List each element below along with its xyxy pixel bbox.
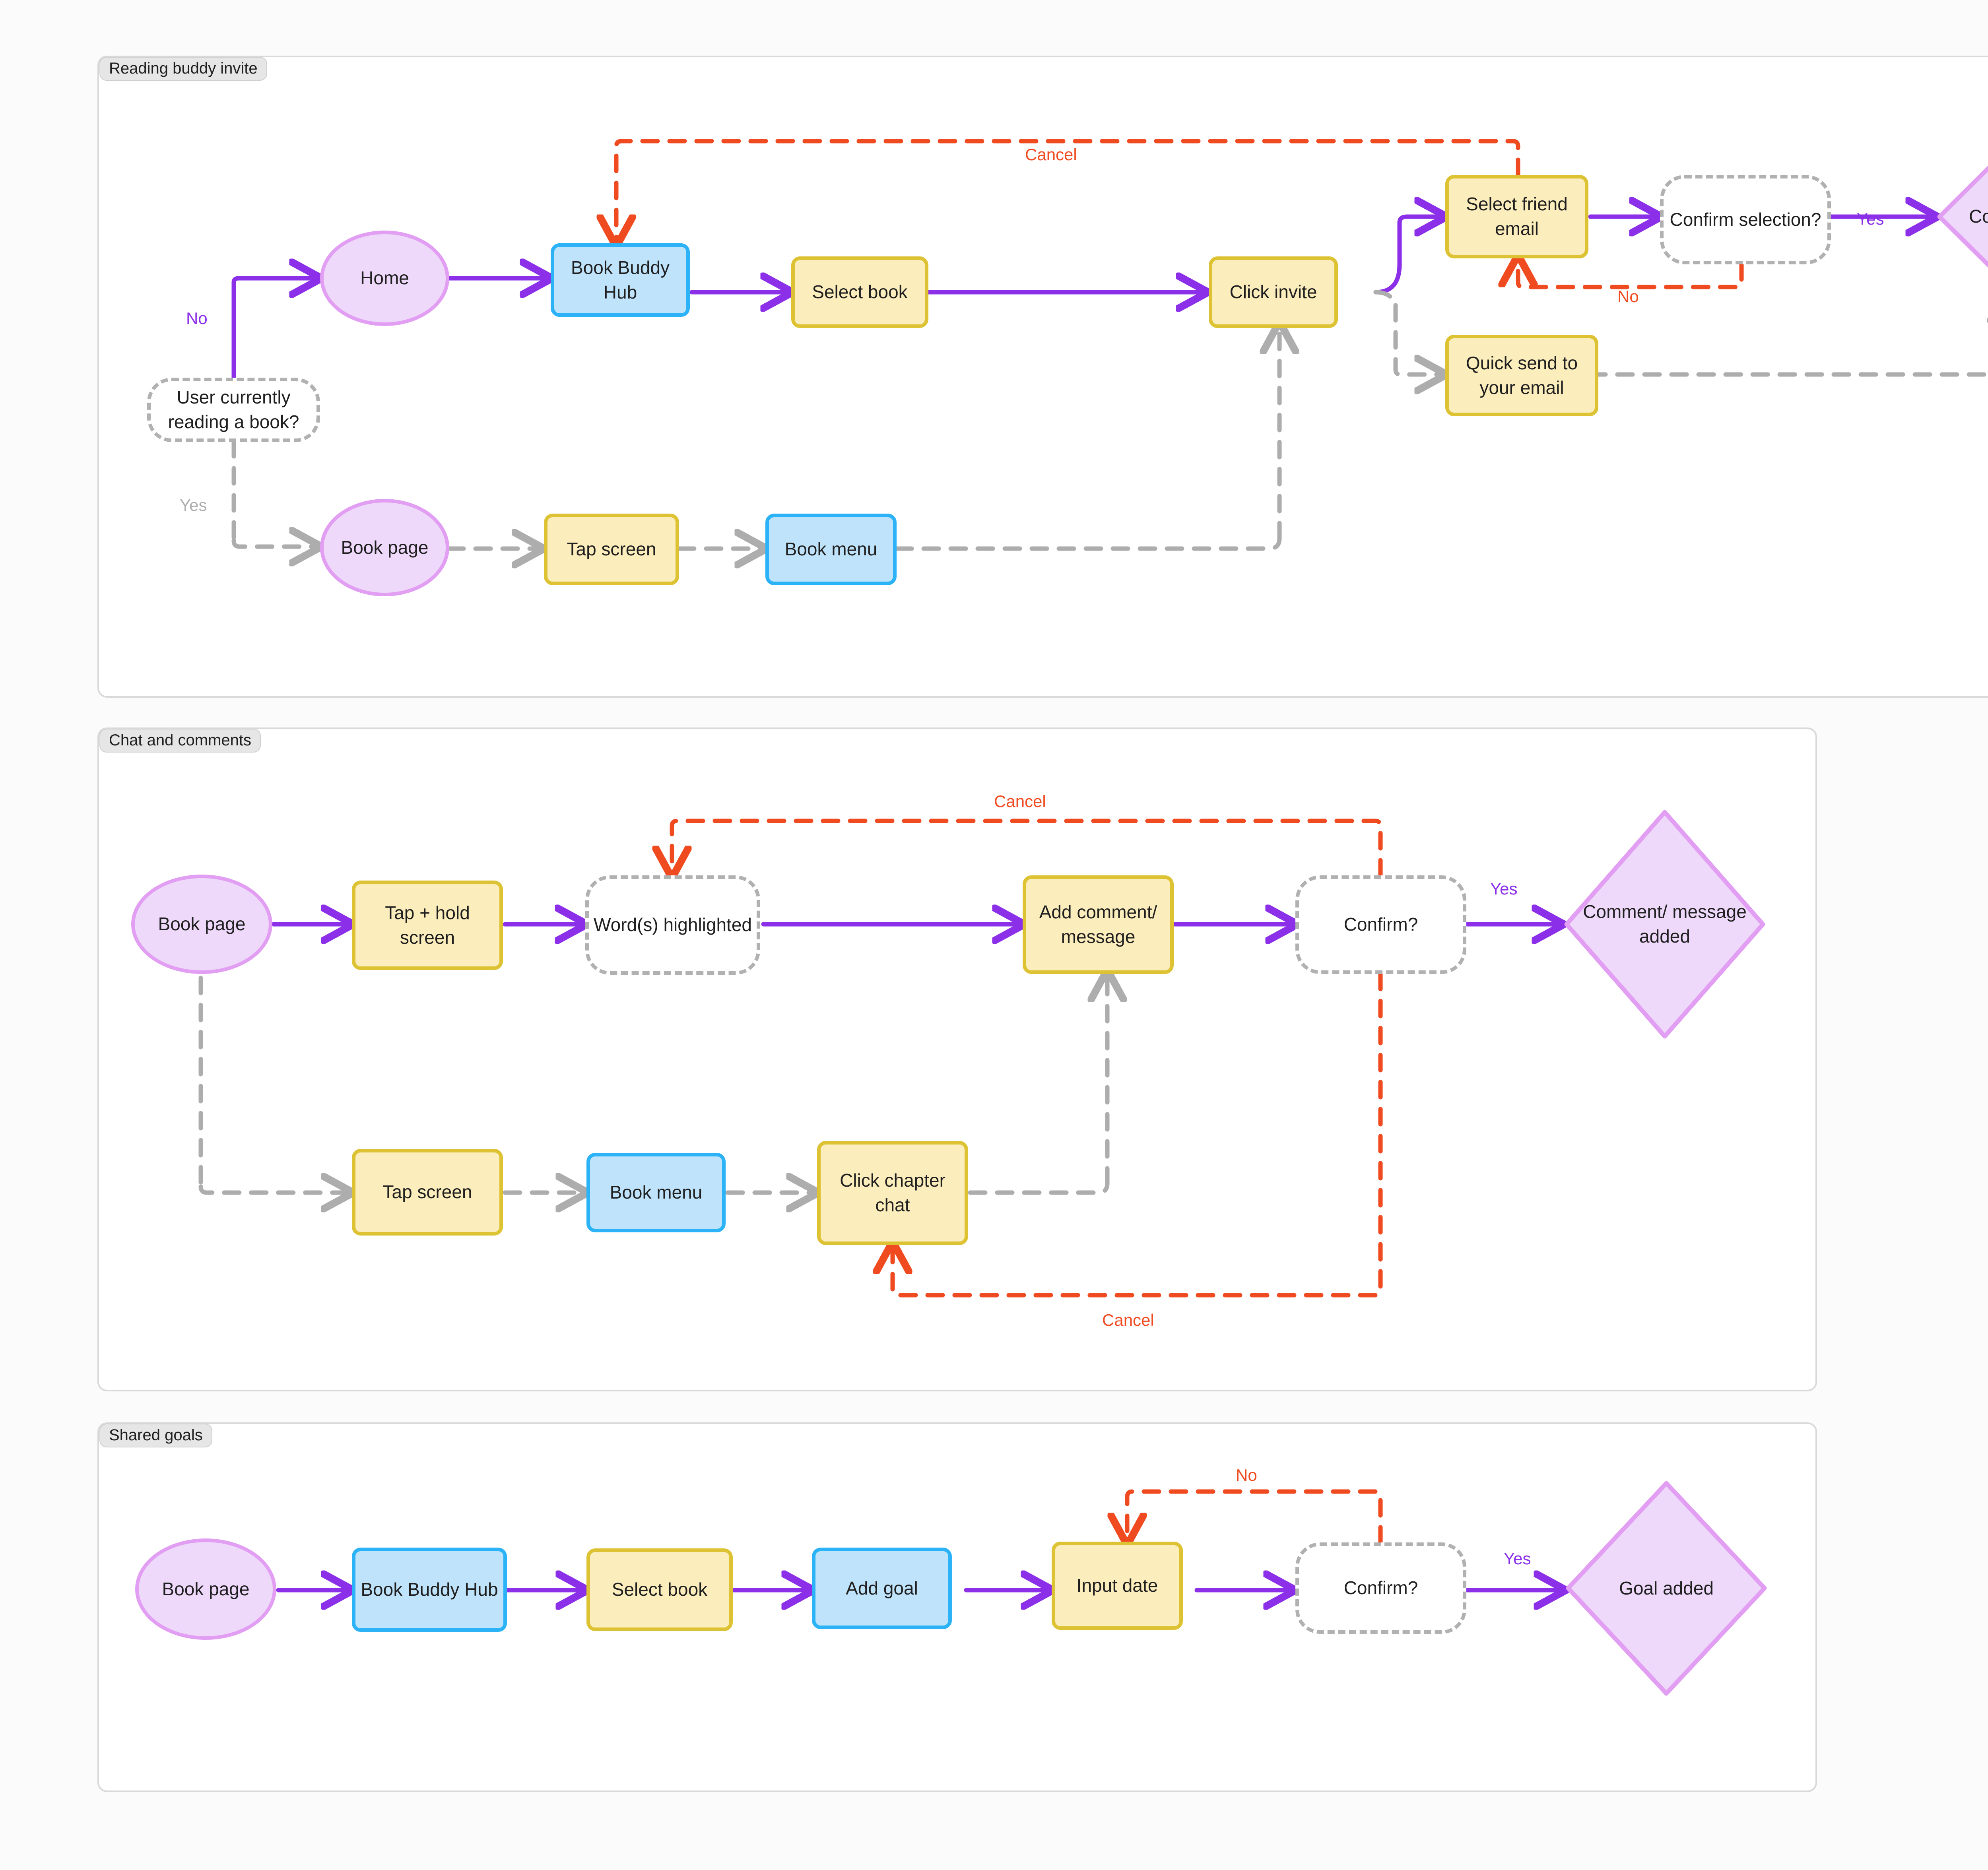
frame-title-shared-goals: Shared goals: [99, 1424, 212, 1447]
node-confirm-flow3[interactable]: Confirm?: [1295, 1542, 1466, 1634]
edge-label-yes-to-book-page: Yes: [180, 496, 207, 514]
node-book-menu-flow2[interactable]: Book menu: [586, 1153, 726, 1232]
edge-label-cancel-top-flow2: Cancel: [994, 792, 1046, 811]
edge-label-no-confirm-selection: No: [1617, 287, 1639, 306]
node-add-goal[interactable]: Add goal: [812, 1548, 952, 1629]
edge-label-no-to-home: No: [186, 309, 208, 328]
node-book-buddy-hub[interactable]: Book Buddy Hub: [551, 243, 690, 317]
node-add-comment-message[interactable]: Add comment/ message: [1023, 875, 1174, 974]
edge-label-yes-confirm-flow3: Yes: [1504, 1549, 1531, 1568]
node-book-buddy-hub-flow3[interactable]: Book Buddy Hub: [352, 1548, 507, 1632]
node-goal-added[interactable]: Goal added: [1565, 1480, 1768, 1697]
node-confirmation-page-label: Confirmation Page: [1969, 206, 1988, 227]
node-tap-hold-screen[interactable]: Tap + hold screen: [352, 881, 503, 970]
node-decision-user-reading[interactable]: User currently reading a book?: [147, 378, 320, 442]
node-click-invite[interactable]: Click invite: [1209, 256, 1338, 328]
node-book-menu-flow1[interactable]: Book menu: [765, 514, 897, 585]
node-quick-send-to-your-email[interactable]: Quick send to your email: [1445, 335, 1598, 416]
node-confirm-flow2[interactable]: Confirm?: [1295, 875, 1466, 974]
frame-chat-and-comments: [97, 727, 1817, 1391]
node-goal-added-label: Goal added: [1619, 1577, 1714, 1598]
frame-title-chat-and-comments: Chat and comments: [99, 729, 261, 753]
node-select-book[interactable]: Select book: [791, 256, 928, 328]
edge-label-cancel-bottom-flow2: Cancel: [1102, 1311, 1154, 1329]
node-words-highlighted[interactable]: Word(s) highlighted: [585, 875, 760, 975]
node-tap-screen-flow2[interactable]: Tap screen: [352, 1149, 503, 1236]
node-select-friend-email[interactable]: Select friend email: [1445, 175, 1588, 258]
node-comment-message-added[interactable]: Comment/ message added: [1563, 809, 1766, 1040]
node-comment-message-added-label: Comment/ message added: [1583, 901, 1747, 947]
node-book-page-flow2[interactable]: Book page: [131, 875, 272, 974]
node-input-date[interactable]: Input date: [1052, 1542, 1183, 1630]
node-click-chapter-chat[interactable]: Click chapter chat: [817, 1141, 968, 1245]
edge-label-yes-confirm-selection: Yes: [1857, 210, 1884, 228]
edge-label-cancel-flow1: Cancel: [1025, 145, 1077, 164]
edge-label-no-confirm-flow3: No: [1236, 1466, 1257, 1484]
node-select-book-flow3[interactable]: Select book: [586, 1548, 733, 1631]
node-home[interactable]: Home: [320, 231, 449, 326]
node-confirmation-page[interactable]: Confirmation Page: [1936, 109, 1988, 324]
node-confirm-selection[interactable]: Confirm selection?: [1660, 175, 1831, 264]
node-book-page-flow1[interactable]: Book page: [320, 499, 449, 596]
edge-label-yes-confirm-flow2: Yes: [1490, 879, 1518, 898]
node-book-page-flow3[interactable]: Book page: [135, 1538, 276, 1640]
frame-title-reading-buddy-invite: Reading buddy invite: [99, 57, 267, 81]
node-tap-screen-flow1[interactable]: Tap screen: [544, 514, 679, 585]
